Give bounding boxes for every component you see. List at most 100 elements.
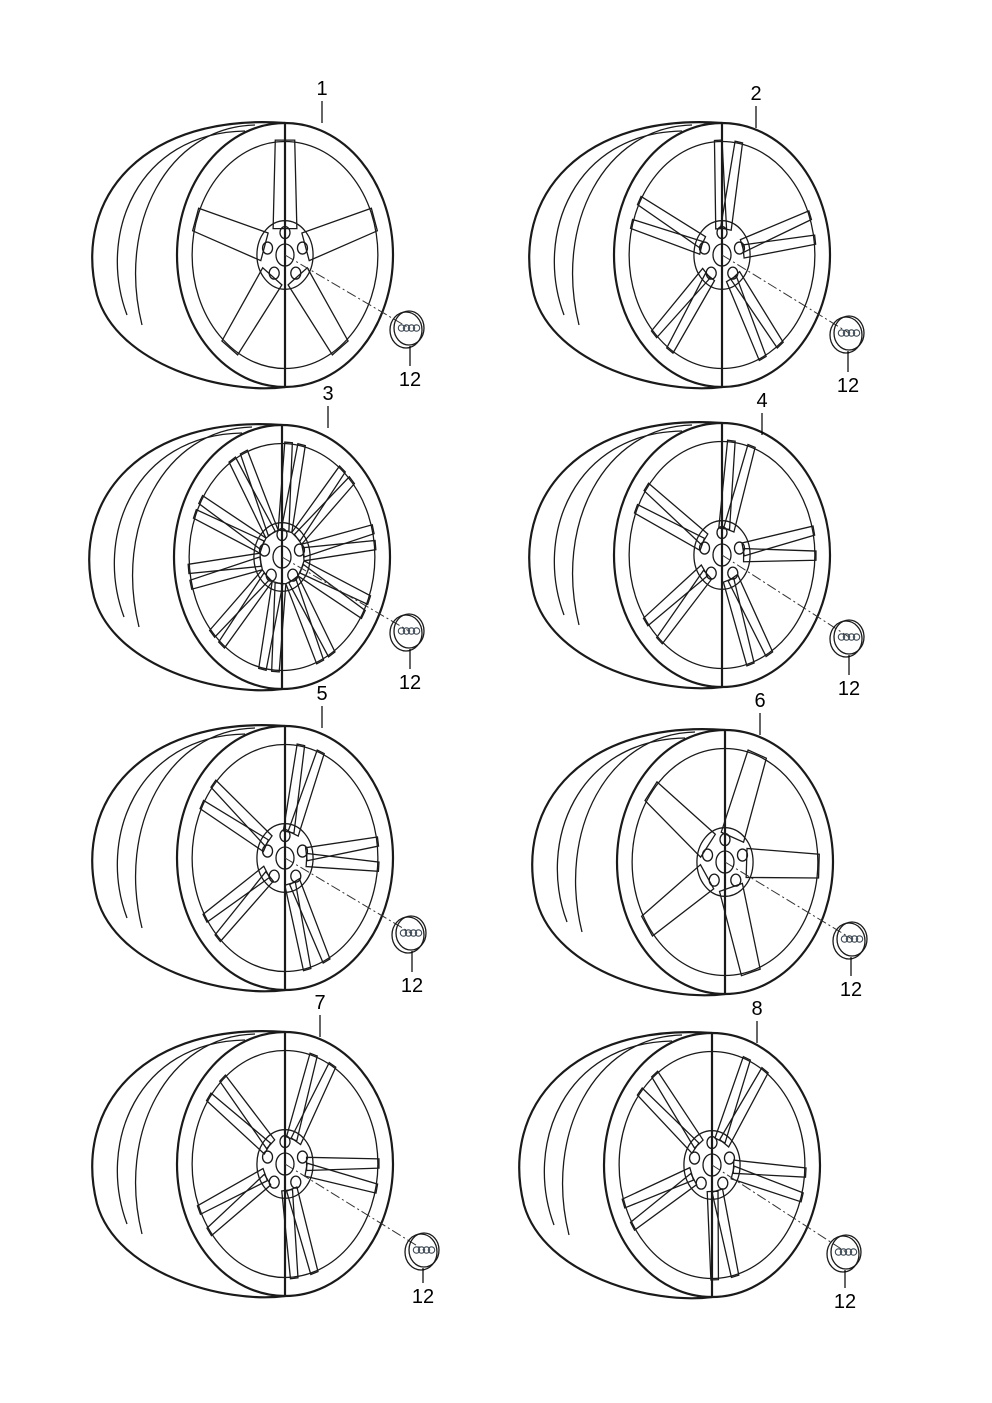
- callout-12: 12: [399, 672, 421, 694]
- callout-12: 12: [840, 979, 862, 1001]
- callout-12: 12: [412, 1286, 434, 1308]
- spoke-windows: [191, 743, 379, 973]
- spoke: [636, 1086, 700, 1155]
- bolt-hole: [287, 568, 299, 582]
- bolt-hole: [733, 541, 746, 555]
- assembly-axis: [284, 254, 410, 329]
- assembly-axis: [721, 254, 850, 334]
- bolt-hole: [723, 1151, 736, 1165]
- spoke: [650, 1070, 704, 1150]
- bolt-hole: [727, 566, 739, 580]
- center-cap: [829, 619, 865, 658]
- spoke: [719, 140, 744, 231]
- wheel-hub: [256, 1129, 314, 1199]
- bolt-hole: [268, 266, 280, 280]
- spoke: [202, 865, 271, 924]
- bolt-hole: [261, 241, 274, 255]
- bolt-hole: [733, 241, 746, 255]
- spoke: [257, 580, 284, 672]
- spoke: [192, 508, 265, 555]
- spoke: [299, 559, 372, 606]
- center-bore: [275, 1152, 295, 1176]
- spoke-windows: [191, 140, 379, 370]
- wheel-hub: [256, 220, 314, 290]
- wheel-7: 712: [91, 992, 440, 1308]
- spoke: [221, 266, 283, 356]
- bolt-hole: [716, 525, 728, 540]
- spoke: [302, 539, 377, 562]
- spoke-windows: [188, 442, 376, 672]
- wheel-hub: [693, 220, 751, 290]
- wheel-hub: [256, 823, 314, 893]
- spoke: [280, 442, 307, 534]
- spoke: [285, 1186, 319, 1276]
- bolt-hole: [706, 1135, 718, 1150]
- bolt-hole: [290, 266, 302, 280]
- spoke: [722, 577, 755, 667]
- bolt-hole: [688, 1151, 701, 1165]
- spoke: [208, 568, 271, 639]
- bolt-hole: [265, 568, 277, 582]
- four-rings-logo-icon: [412, 1246, 436, 1254]
- rim-barrel: [91, 724, 287, 993]
- bolt-hole: [698, 241, 711, 255]
- spoke: [650, 267, 711, 339]
- center-bore: [715, 850, 735, 874]
- spoke: [718, 1066, 769, 1148]
- bolt-hole: [296, 844, 309, 858]
- spoke: [196, 1167, 269, 1216]
- rim-groove: [134, 1033, 256, 1235]
- bolt-hole: [296, 241, 309, 255]
- rim-lip: [175, 724, 395, 992]
- four-rings-logo-icon: [399, 929, 423, 937]
- center-bore: [275, 243, 295, 267]
- callout-12: 12: [838, 678, 860, 700]
- spoke: [288, 574, 336, 658]
- spoke: [210, 779, 273, 847]
- bolt-hole: [716, 225, 728, 240]
- spoke: [187, 552, 262, 575]
- spoke: [282, 743, 306, 834]
- bolt-hole: [261, 844, 274, 858]
- center-cap: [391, 915, 427, 954]
- rim-lip: [175, 121, 395, 389]
- rim-groove: [571, 124, 693, 326]
- assembly-axis: [724, 861, 853, 940]
- callout-5: 5: [316, 683, 327, 705]
- callout-12: 12: [399, 369, 421, 391]
- callout-12: 12: [837, 375, 859, 397]
- bolt-hole: [279, 828, 291, 843]
- spoke: [228, 456, 276, 540]
- spoke: [713, 139, 728, 230]
- bolt-hole: [268, 1175, 280, 1189]
- rim-groove: [134, 727, 256, 929]
- spoke: [742, 547, 817, 563]
- spoke: [739, 209, 813, 253]
- center-bore: [712, 543, 732, 567]
- center-bore: [272, 545, 292, 569]
- bolt-hole: [727, 266, 739, 280]
- rim-barrel: [518, 1031, 714, 1300]
- spoke: [287, 749, 326, 838]
- center-bore: [702, 1153, 722, 1177]
- spoke: [732, 1159, 807, 1178]
- spoke: [655, 569, 713, 645]
- spoke: [642, 564, 709, 627]
- spoke: [714, 1055, 752, 1144]
- spoke: [239, 449, 279, 537]
- spoke: [285, 577, 325, 665]
- spoke: [214, 870, 275, 943]
- callout-2: 2: [750, 83, 761, 105]
- spoke: [730, 270, 785, 350]
- rim-lip: [175, 1030, 395, 1298]
- four-rings-logo-icon: [840, 935, 864, 943]
- rim-lip: [615, 728, 835, 996]
- bolt-hole: [705, 566, 717, 580]
- bolt-hole: [719, 832, 731, 847]
- center-cap: [404, 1232, 440, 1271]
- rim-groove: [134, 124, 256, 326]
- spoke: [636, 195, 707, 250]
- rim-groove: [574, 731, 696, 933]
- spoke: [741, 234, 817, 259]
